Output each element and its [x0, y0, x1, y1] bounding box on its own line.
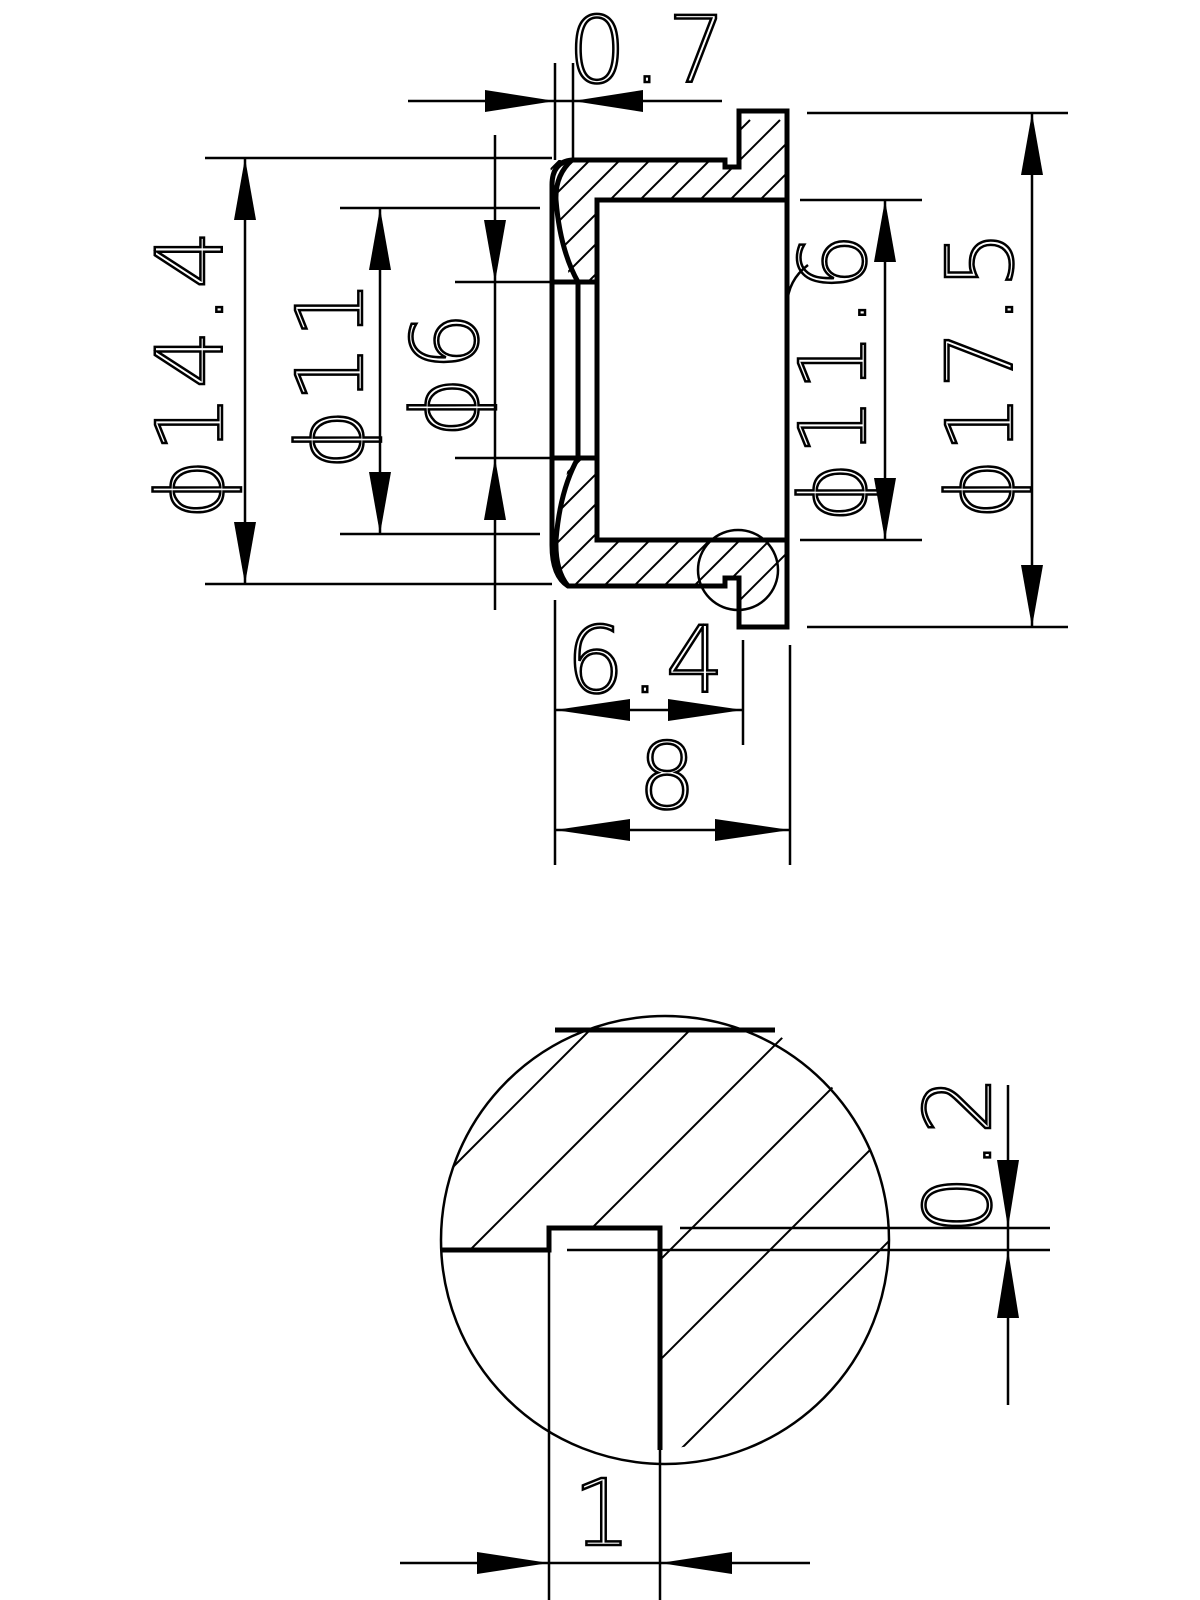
dim-w8: 8: [638, 723, 703, 830]
detail-hatch-right: [660, 1235, 890, 1450]
bore-outline: [594, 197, 787, 543]
dim-d14-4: ϕ14.4: [137, 224, 244, 520]
dim-d6: ϕ6: [392, 306, 499, 437]
section-view: ϕ14.4 ϕ11 ϕ6 ϕ11.6 ϕ17.5 0.7 6.4 8: [136, 0, 1068, 865]
detail-callout-circle: [696, 528, 780, 612]
detail-circle: [439, 1014, 891, 1466]
dim-w0-7: 0.7: [568, 0, 732, 104]
detail-slot-outline: [442, 1225, 663, 1450]
arrowheads: [234, 90, 1043, 841]
chamfer-upper: [553, 158, 581, 284]
chamfer-lower: [553, 456, 581, 588]
dim-d11: ϕ11: [277, 274, 384, 470]
part-outline: [549, 108, 790, 630]
dim-w6-4: 6.4: [566, 607, 730, 714]
detail-view: 0.2 1: [400, 1014, 1050, 1600]
dim-d11-6: ϕ11.6: [780, 227, 887, 523]
dim-h0-2: 0.2: [905, 1070, 1012, 1234]
dim-w1: 1: [573, 1460, 638, 1567]
detail-arrowheads: [477, 1160, 1019, 1574]
bore-arc: [785, 264, 809, 306]
dim-d17-5: ϕ17.5: [927, 224, 1034, 520]
